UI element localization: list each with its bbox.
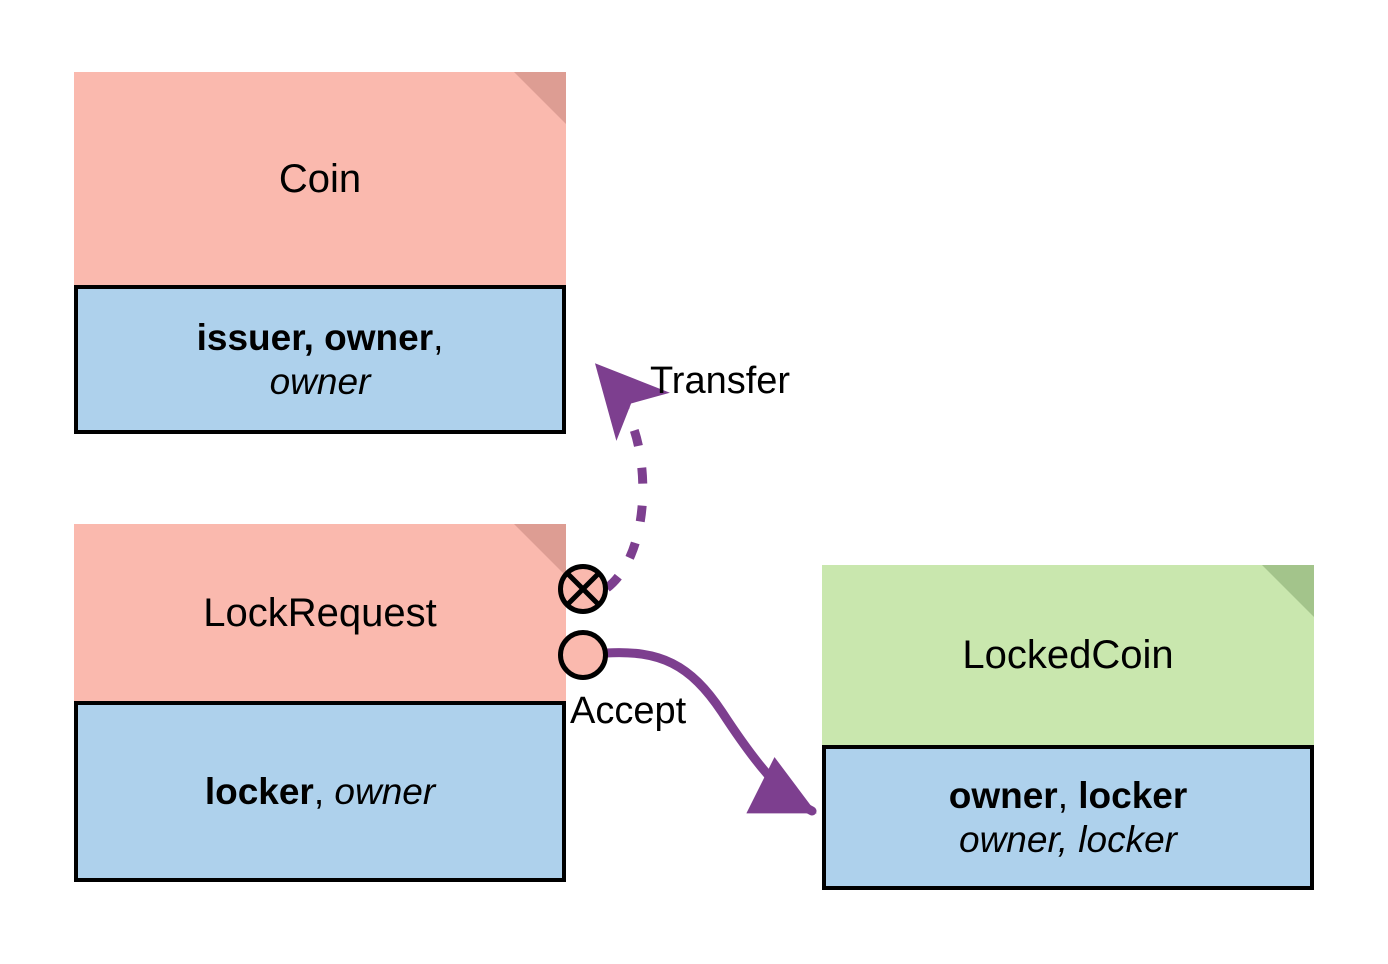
node-locked-coin-attr-sep: ,	[1057, 774, 1068, 816]
node-lock-request[interactable]: LockRequest locker, owner	[74, 524, 566, 882]
node-coin-attr-line-2: owner	[270, 360, 371, 404]
node-coin-header: Coin	[74, 72, 566, 285]
edge-label-accept: Accept	[570, 690, 687, 732]
reject-port-circle-x-icon[interactable]	[558, 564, 608, 614]
edge-transfer-path	[594, 363, 670, 592]
circle-x-glyph-icon	[565, 571, 601, 607]
node-lock-request-attributes: locker, owner	[74, 701, 566, 882]
node-lock-request-attr-italic: owner	[334, 770, 436, 812]
node-lock-request-title: LockRequest	[203, 590, 437, 635]
node-lock-request-attr-line-1: locker, owner	[205, 770, 435, 814]
node-locked-coin-attributes: owner, locker owner, locker	[822, 745, 1314, 890]
node-coin[interactable]: Coin issuer, owner, owner	[74, 72, 566, 434]
node-locked-coin[interactable]: LockedCoin owner, locker owner, locker	[822, 565, 1314, 890]
node-lock-request-attr-sep: ,	[313, 770, 335, 812]
node-coin-attr-bold: issuer, owner	[196, 316, 434, 358]
node-coin-attr-line-1: issuer, owner,	[197, 316, 444, 360]
node-locked-coin-attr-italic: owner, locker	[959, 818, 1177, 860]
accept-port-circle-icon[interactable]	[558, 630, 608, 680]
node-lock-request-attr-bold: locker	[204, 770, 314, 812]
node-coin-title: Coin	[278, 156, 362, 201]
node-locked-coin-attr-bold-a: owner	[948, 774, 1058, 816]
node-locked-coin-attr-line-1: owner, locker	[949, 774, 1188, 818]
node-locked-coin-attr-bold-b: locker	[1078, 774, 1188, 816]
edge-label-transfer: Transfer	[650, 360, 791, 402]
node-coin-attr-italic: owner	[269, 360, 371, 402]
node-coin-attr-comma: ,	[433, 316, 444, 358]
node-locked-coin-attr-line-2: owner, locker	[959, 818, 1177, 862]
node-locked-coin-title: LockedCoin	[962, 633, 1174, 677]
node-locked-coin-header: LockedCoin	[822, 565, 1314, 745]
node-lock-request-header: LockRequest	[74, 524, 566, 701]
node-coin-attributes: issuer, owner, owner	[74, 285, 566, 434]
